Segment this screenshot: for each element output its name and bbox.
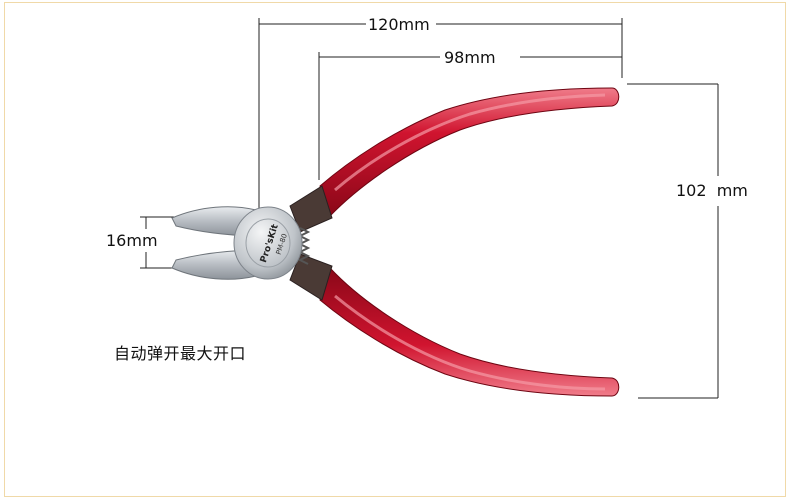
total-length-label: 120mm (368, 15, 430, 34)
caption-text: 自动弹开最大开口 (114, 344, 247, 363)
height-label: 102 mm (676, 181, 748, 200)
lower-handle (319, 267, 620, 397)
handle-length-label: 98mm (444, 48, 496, 67)
dimension-lines (140, 18, 719, 399)
spring (297, 227, 311, 265)
jaw-opening-label: 16mm (106, 231, 158, 250)
upper-handle (319, 87, 620, 217)
pivot-head: Pro'sKit PM-80 (233, 206, 303, 280)
